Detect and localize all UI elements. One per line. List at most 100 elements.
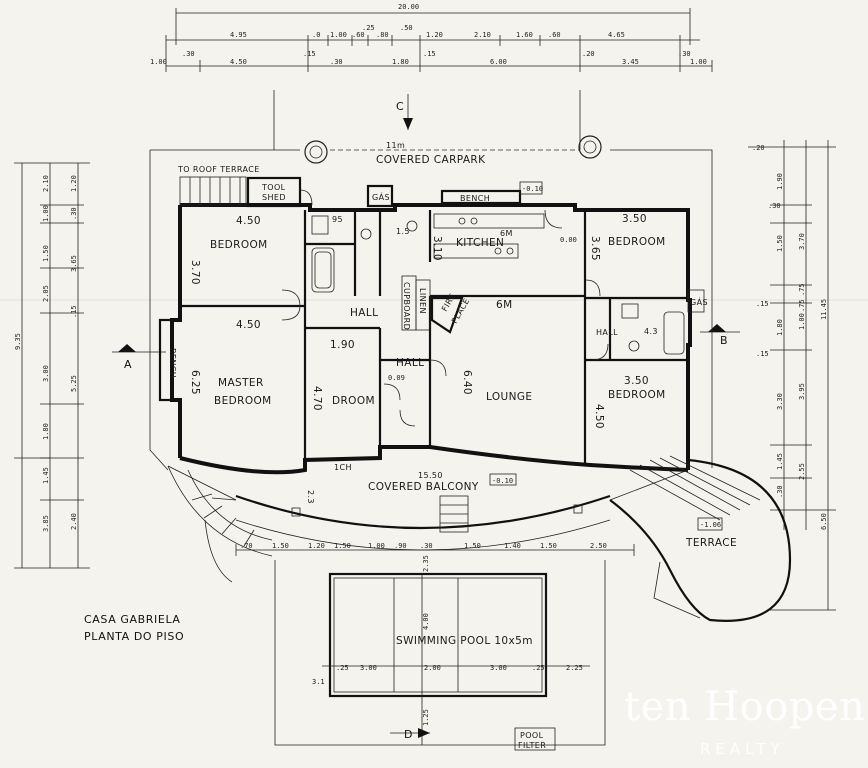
dim-bottom-8: 1.40 <box>504 542 521 550</box>
label-bench-side: BENCH <box>168 348 177 378</box>
dim-left-i1: .30 <box>70 207 78 220</box>
dim-right-o3: 1.50 <box>776 235 784 252</box>
terrace-level: -1.06 <box>700 521 721 529</box>
label-tool: TOOL <box>261 183 286 192</box>
dim-top-r1-1: 1.00 <box>330 31 347 39</box>
dim-right-o6: .15 <box>756 350 769 358</box>
balcony-width: 15.50 <box>418 471 443 480</box>
dim-bath2: 1.5 <box>396 227 410 236</box>
door-swings <box>281 189 609 427</box>
dim-droom-w: 1.90 <box>330 339 355 351</box>
dim-top-r2s-1: .15 <box>303 50 316 58</box>
dim-right-o1: 1.90 <box>776 173 784 190</box>
dim-left-o4: 3.00 <box>42 365 50 382</box>
right-dimensions: .20 1.90 .30 1.50 .15 1.80 .15 3.30 1.45… <box>748 140 836 611</box>
dim-bottom-1: 1.50 <box>272 542 289 550</box>
label-lounge: LOUNGE <box>486 391 532 403</box>
dim-left-i4: 5.25 <box>70 375 78 392</box>
dim-droom-h: 4.70 <box>311 386 323 411</box>
label-gas-right: GÁS <box>690 296 708 307</box>
dim-pool-5: 2.25 <box>566 664 583 672</box>
watermark-brand: ten Hoopen <box>624 684 865 730</box>
dim-bottom-4: 1.00 <box>368 542 385 550</box>
dim-left-o3: 2.05 <box>42 285 50 302</box>
dim-bedne-h: 3.65 <box>589 236 601 261</box>
stair-roof <box>179 176 302 208</box>
level-top: -0.10 <box>522 185 543 193</box>
kitchen-area: 6M <box>500 229 513 238</box>
dim-top-r1-2: .60 <box>352 31 365 39</box>
dim-left-i5: 2.40 <box>70 513 78 530</box>
dim-bottom-5: .90 <box>394 542 407 550</box>
dim-top-r1s-3: .60 <box>548 31 561 39</box>
dim-lounge-h: 6.40 <box>461 370 473 395</box>
dim-bottom-7: 1.50 <box>464 542 481 550</box>
dim-kitchen-h: 3.10 <box>431 236 443 261</box>
dim-top-r2s-3: .20 <box>582 50 595 58</box>
label-droom: DROOM <box>332 395 375 407</box>
dim-bed1-w: 4.50 <box>236 215 261 227</box>
section-marker-a: A <box>112 344 166 371</box>
dim-right-o0: .20 <box>752 144 765 152</box>
label-pool: SWIMMING POOL 10x5m <box>396 635 533 647</box>
dim-right-m5: 2.55 <box>798 463 806 480</box>
dim-right-far: 6.50 <box>820 513 828 530</box>
dim-left-i0: 1.20 <box>70 175 78 192</box>
marker-a-label: A <box>124 358 132 371</box>
dim-top-r1-7: 4.65 <box>608 31 625 39</box>
dim-right-m1: 1.00 <box>798 313 806 330</box>
dim-bedse-w: 3.50 <box>624 375 649 387</box>
dim-top-r1s-1: .25 <box>362 24 375 32</box>
dim-right-m2: .75 <box>798 283 806 296</box>
dim-top-r2s-2: .15 <box>423 50 436 58</box>
dim-right-o9: .30 <box>776 485 784 498</box>
label-covered-carpark: COVERED CARPARK <box>376 154 486 166</box>
lounge-area: 6M <box>496 299 513 311</box>
dim-left-total: 9.35 <box>14 333 22 350</box>
terrace-outline <box>609 455 792 622</box>
watermark-sub: REALTY <box>700 740 785 758</box>
dim-top-r2-4: 6.00 <box>490 58 507 66</box>
dim-top-r2-3: 1.80 <box>392 58 409 66</box>
dim-left-o1: 1.00 <box>42 205 50 222</box>
kitchen-counter <box>433 213 545 259</box>
dim-left-i3: .15 <box>70 305 78 318</box>
top-dimensions: 20.00 4.95 1.00 .60 .80 1.20 2.10 1.60 4… <box>150 3 713 72</box>
dim-pool-side-0: 4.00 <box>422 613 430 630</box>
label-hall-2: HALL <box>396 357 424 369</box>
dim-top-r2-6: 1.00 <box>690 58 707 66</box>
dim-top-r1-6: 1.60 <box>516 31 533 39</box>
dim-top-total: 20.00 <box>398 3 419 11</box>
label-ch: 1CH <box>334 463 352 472</box>
marker-d-label: D <box>404 728 413 741</box>
dim-top-r1s-0: .0 <box>312 31 320 39</box>
label-pool-filter-2: FILTER <box>518 741 546 750</box>
dim-pool-0: .25 <box>336 664 349 672</box>
dim-bedne-w: 3.50 <box>622 213 647 225</box>
dim-bath-w: 95 <box>332 215 343 224</box>
dim-right-m0: 3.70 <box>798 233 806 250</box>
site-outline <box>149 90 713 471</box>
bottom-dimensions <box>235 544 635 556</box>
label-balcony: COVERED BALCONY <box>368 481 479 493</box>
dim-right-o8: 1.45 <box>776 453 784 470</box>
title-line-2: PLANTA DO PISO <box>84 630 184 643</box>
section-marker-c: C <box>396 94 413 130</box>
dim-top-r1-3: .80 <box>376 31 389 39</box>
section-marker-b: B <box>700 324 740 347</box>
left-dimensions: 9.35 2.10 1.00 1.50 2.05 3.00 1.80 1.45 … <box>14 162 90 569</box>
label-kitchen: KITCHEN <box>456 237 504 249</box>
dim-pool-side-2: 1.25 <box>422 709 430 726</box>
dim-pool-3: 3.00 <box>490 664 507 672</box>
section-marker-d: D <box>390 728 430 741</box>
dim-bottom-10: 2.50 <box>590 542 607 550</box>
dim-top-r2-0: 1.00 <box>150 58 167 66</box>
label-hall-3: HALL <box>596 328 618 337</box>
dim-right-total: 11.45 <box>820 299 828 320</box>
dim-left-o6: 1.45 <box>42 467 50 484</box>
label-roof-terrace: TO ROOF TERRACE <box>177 165 260 174</box>
dim-top-r1-4: 1.20 <box>426 31 443 39</box>
dim-left-o7: 3.85 <box>42 515 50 532</box>
label-master-2: BEDROOM <box>214 395 272 407</box>
marker-b-label: B <box>720 334 728 347</box>
